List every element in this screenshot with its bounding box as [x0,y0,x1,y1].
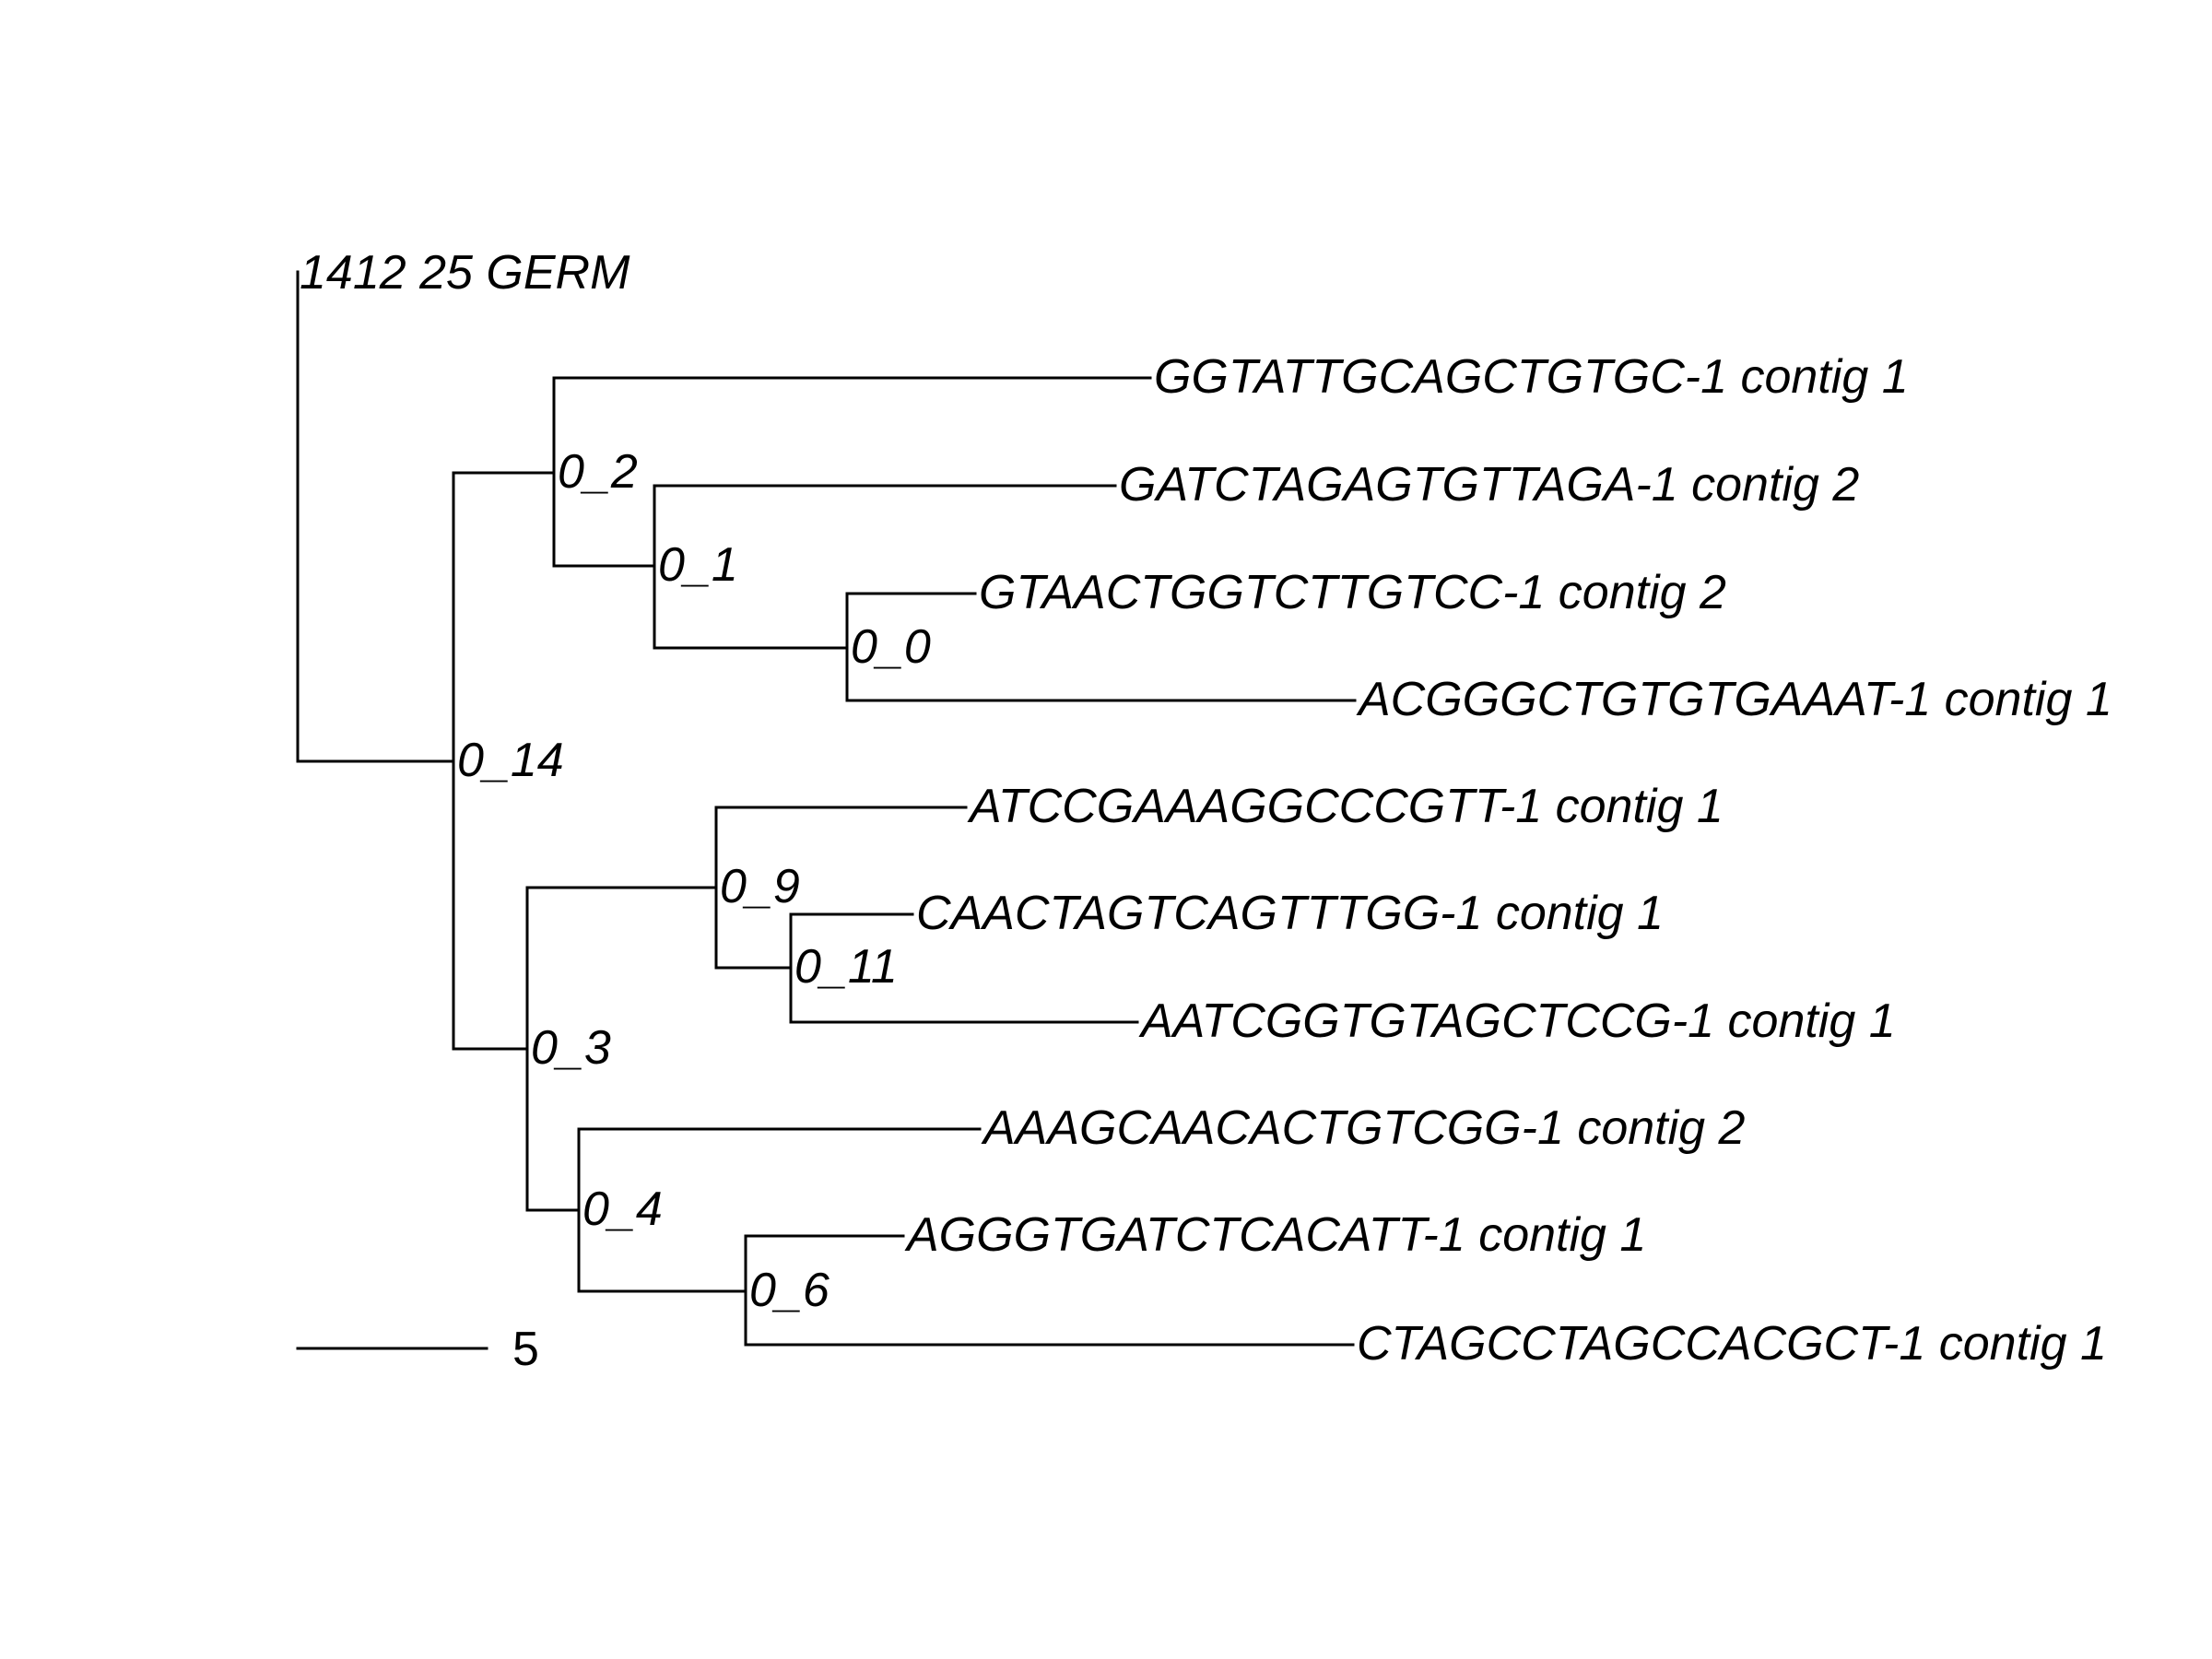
scale-bar-label: 5 [512,1323,539,1376]
tip-label: AGGGTGATCTCACATT-1 contig 1 [904,1208,1646,1262]
branch-node-0_14 [452,471,556,1051]
branch-node-0_9 [714,806,968,970]
tree-branches [296,270,1357,1347]
node-label: 0_14 [457,734,564,787]
tip-label: AAAGCAACACTGTCGG-1 contig 2 [981,1101,1746,1155]
scale-bar: 5 [296,1323,539,1376]
tip-label: GTAACTGGTCTTGTCC-1 contig 2 [979,566,1726,619]
branch-root [296,270,455,763]
node-label: 0_1 [658,538,738,592]
tip-label: GATCTAGAGTGTTAGA-1 contig 2 [1119,458,1859,512]
node-label: 0_3 [531,1021,611,1075]
node-label: 0_4 [582,1182,663,1236]
branch-node-0_3 [525,886,718,1212]
tip-label: ACGGGCTGTGTGAAAT-1 contig 1 [1356,673,2112,726]
branch-node-0_2 [552,376,1152,568]
tip-label: ATCCGAAAGGCCCGTT-1 contig 1 [967,780,1724,833]
node-label: 0_0 [851,620,931,674]
tip-label: CAACTAGTCAGTTTGG-1 contig 1 [916,887,1664,940]
tip-label: CTAGCCTAGCCACGCT-1 contig 1 [1357,1317,2107,1371]
node-label: 0_2 [558,445,638,499]
tip-labels: GGTATTGCAGCTGTGC-1 contig 1 GATCTAGAGTGT… [904,350,2112,1371]
tip-label: GGTATTGCAGCTGTGC-1 contig 1 [1154,350,1909,404]
branch-node-0_1 [653,484,1117,650]
branch-node-0_6 [744,1234,1355,1347]
node-label: 0_11 [794,940,898,994]
branch-node-0_11 [789,912,1139,1024]
node-label: 0_6 [749,1264,830,1317]
node-label: 0_9 [720,860,800,913]
branch-node-0_4 [577,1127,982,1293]
branch-node-0_0 [845,592,1357,702]
tip-label: AATCGGTGTAGCTCCG-1 contig 1 [1138,994,1896,1048]
internal-node-labels: 0_14 0_2 0_1 0_0 0_3 0_9 0_11 0_4 0_6 [457,445,931,1317]
root-label: 1412 25 GERM [300,246,630,300]
